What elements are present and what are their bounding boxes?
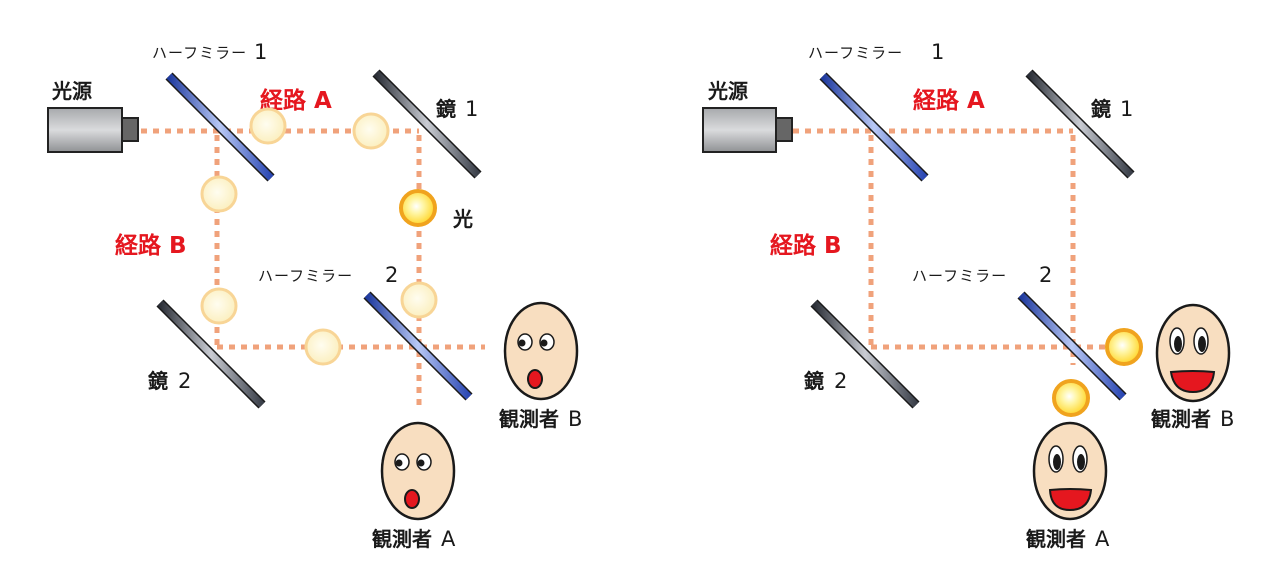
observer-b: 観測者 B (1151, 303, 1234, 431)
observer-a-mouth (1048, 488, 1093, 512)
observer-b-letter: B (568, 407, 582, 431)
light-source-label: 光源 (51, 79, 92, 103)
faint-photon (400, 281, 438, 319)
light-photon-a (1052, 379, 1090, 417)
observer-a-label: 観測者 (1026, 527, 1086, 551)
half-mirror-1: ハーフミラー 1 (808, 40, 944, 182)
observer-a: 観測者 A (372, 421, 456, 551)
mirror-1-label: 鏡 (436, 97, 456, 121)
mirror-2-label: 鏡 (148, 369, 168, 393)
observer-b-label: 観測者 (1151, 407, 1211, 431)
half-mirror-1: ハーフミラー 1 (152, 40, 275, 182)
observer-b-face (503, 301, 579, 401)
light-source-label: 光源 (707, 79, 748, 103)
observer-b-label: 観測者 (499, 407, 559, 431)
path-b-label: 経路 B (770, 232, 842, 259)
observer-b: 観測者 B (499, 301, 582, 431)
mirror-1: 鏡 1 (372, 69, 482, 179)
mirror-2-label: 鏡 (804, 369, 824, 393)
right-panel: 光源 ハーフミラー 1 鏡 1 ハーフミラー 2 鏡 2 (702, 40, 1234, 551)
light-photon (399, 189, 437, 227)
light-label: 光 (452, 207, 473, 231)
faint-photon (200, 287, 238, 325)
observer-a-face (380, 421, 456, 521)
mirror-1-label: 鏡 (1091, 97, 1111, 121)
observer-b-mouth (1169, 370, 1216, 394)
observer-a: 観測者 A (1026, 421, 1110, 551)
half-mirror-1-label: ハーフミラー (152, 44, 247, 62)
half-mirror-1-label: ハーフミラー (808, 44, 903, 62)
mirror-2: 鏡 2 (148, 299, 266, 409)
observer-a-label: 観測者 (372, 527, 432, 551)
mirror-2-number: 2 (834, 369, 847, 393)
path-a-label: 経路 A (913, 87, 985, 114)
light-source: 光源 (702, 79, 793, 153)
half-mirror-2-label: ハーフミラー (258, 267, 353, 285)
half-mirror-1-number: 1 (254, 40, 267, 64)
half-mirror-1-number: 1 (931, 40, 944, 64)
observer-a-letter: A (1095, 527, 1110, 551)
mirror-2-number: 2 (178, 369, 191, 393)
mirror-1: 鏡 1 (1025, 69, 1135, 179)
faint-photon (249, 107, 287, 145)
mirror-1-number: 1 (1120, 97, 1133, 121)
faint-photon (352, 112, 390, 150)
mirror-2: 鏡 2 (804, 299, 920, 409)
mirror-1-number: 1 (465, 97, 478, 121)
faint-photon (200, 175, 238, 213)
left-panel: 光源 ハーフミラー 1 鏡 1 ハーフミラー 2 鏡 2 (47, 40, 582, 551)
faint-photons (200, 107, 438, 366)
half-mirror-2-label: ハーフミラー (912, 267, 1007, 285)
observer-b-mouth (527, 369, 543, 389)
half-mirror-2: ハーフミラー 2 (258, 263, 473, 401)
light-source: 光源 (47, 79, 139, 153)
faint-photon (304, 328, 342, 366)
observer-a-mouth (404, 489, 420, 509)
observer-a-letter: A (441, 527, 456, 551)
observer-b-letter: B (1220, 407, 1234, 431)
half-mirror-2-number: 2 (385, 263, 398, 287)
path-b-label: 経路 B (115, 232, 187, 259)
half-mirror-2-number: 2 (1039, 263, 1052, 287)
half-mirror-2: ハーフミラー 2 (912, 263, 1127, 401)
light-photon-b (1105, 328, 1143, 366)
